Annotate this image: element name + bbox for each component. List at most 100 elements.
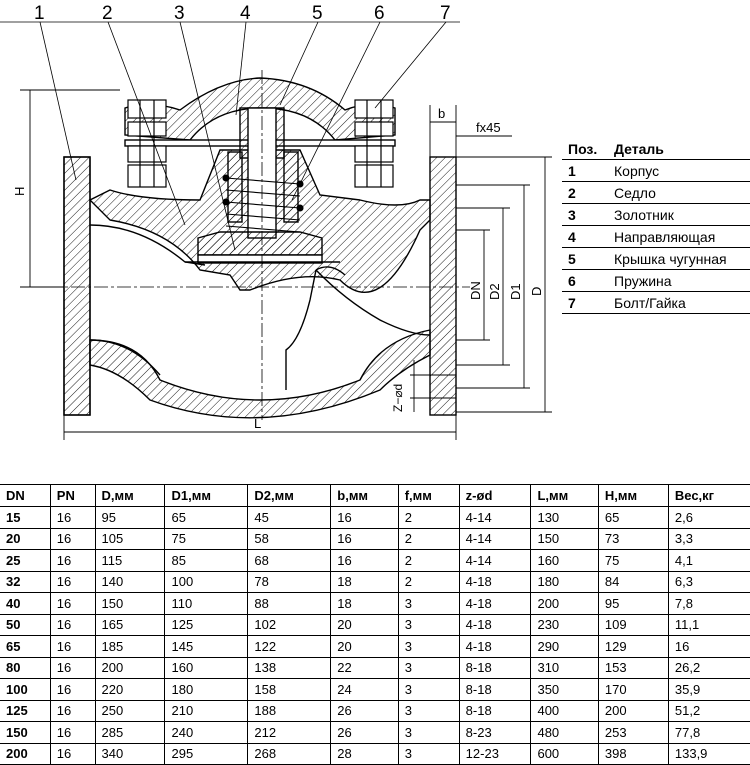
legend-item: 4 Направляющая — [562, 226, 750, 248]
dim-label-b: b — [438, 106, 445, 121]
table-cell: 4,1 — [667, 549, 750, 572]
column-header: f,мм — [397, 484, 460, 507]
table-cell: 2 — [397, 506, 460, 529]
table-cell: 8-18 — [458, 700, 531, 722]
table-cell: 16 — [49, 571, 95, 593]
dim-label-d2: D2 — [487, 283, 502, 300]
table-cell: 3 — [397, 614, 460, 636]
table-cell: 133,9 — [667, 743, 750, 765]
table-cell: 51,2 — [667, 700, 750, 722]
table-cell: 398 — [597, 743, 669, 765]
table-cell: 20 — [0, 528, 51, 550]
column-header: D,мм — [94, 484, 165, 507]
table-cell: 130 — [530, 506, 599, 529]
table-cell: 45 — [247, 506, 331, 529]
table-cell: 295 — [164, 743, 248, 765]
table-cell: 26 — [330, 700, 399, 722]
table-cell: 16 — [49, 657, 95, 679]
table-cell: 20 — [330, 614, 399, 636]
legend-item-pos: 5 — [568, 250, 576, 267]
table-cell: 58 — [247, 528, 331, 550]
table-cell: 68 — [247, 549, 331, 572]
table-cell: 4-18 — [458, 635, 531, 658]
table-cell: 340 — [94, 743, 165, 765]
legend-item: 5 Крышка чугунная — [562, 248, 750, 270]
table-cell: 200 — [530, 592, 599, 615]
table-cell: 16 — [49, 528, 95, 550]
legend-item-pos: 3 — [568, 206, 576, 223]
table-cell: 65 — [597, 506, 669, 529]
table-cell: 600 — [530, 743, 599, 765]
table-cell: 16 — [49, 635, 95, 658]
callout-5: 5 — [312, 3, 323, 24]
table-cell: 160 — [530, 549, 599, 572]
column-header: L,мм — [530, 484, 599, 507]
table-cell: 26,2 — [667, 657, 750, 679]
table-cell: 4-14 — [458, 549, 531, 572]
column-header: DN — [0, 484, 51, 507]
table-cell: 250 — [94, 700, 165, 722]
table-cell: 150 — [530, 528, 599, 550]
table-cell: 129 — [597, 635, 669, 658]
dimension-lines — [20, 89, 552, 440]
table-cell: 8-18 — [458, 678, 531, 701]
bolt-right — [354, 99, 394, 188]
center-lines — [48, 70, 470, 420]
table-cell: 400 — [530, 700, 599, 722]
column-header: PN — [49, 484, 95, 507]
bolt-left — [127, 99, 167, 188]
table-cell: 3 — [397, 657, 460, 679]
table-cell: 4-18 — [458, 571, 531, 593]
table-cell: 253 — [597, 721, 669, 744]
table-cell: 2 — [397, 528, 460, 550]
table-cell: 75 — [597, 549, 669, 572]
table-cell: 65 — [164, 506, 248, 529]
legend-item: 6 Пружина — [562, 270, 750, 292]
table-cell: 145 — [164, 635, 248, 658]
column-header: Вес,кг — [667, 484, 750, 507]
table-cell: 18 — [330, 592, 399, 615]
table-cell: 85 — [164, 549, 248, 572]
table-cell: 200 — [597, 700, 669, 722]
dim-label-d1: D1 — [508, 283, 523, 300]
table-cell: 73 — [597, 528, 669, 550]
table-cell: 150 — [0, 721, 51, 744]
table-cell: 95 — [597, 592, 669, 615]
column-header: D1,мм — [164, 484, 248, 507]
dimension-labels: H L b fx45 DN D2 D1 D Z−⌀d — [12, 106, 544, 431]
table-cell: 16 — [49, 592, 95, 615]
table-cell: 290 — [530, 635, 599, 658]
table-cell: 11,1 — [667, 614, 750, 636]
table-cell: 50 — [0, 614, 51, 636]
legend-item-part: Седло — [614, 184, 656, 201]
callout-1: 1 — [34, 3, 45, 24]
table-cell: 25 — [0, 549, 51, 572]
table-cell: 3 — [397, 743, 460, 765]
table-cell: 16 — [330, 549, 399, 572]
table-cell: 15 — [0, 506, 51, 529]
dim-label-l: L — [254, 416, 261, 431]
table-cell: 100 — [164, 571, 248, 593]
table-cell: 4-14 — [458, 528, 531, 550]
table-cell: 138 — [247, 657, 331, 679]
dim-label-h: H — [12, 187, 27, 196]
table-cell: 4-18 — [458, 614, 531, 636]
table-cell: 2 — [397, 549, 460, 572]
column-header: b,мм — [330, 484, 399, 507]
table-cell: 24 — [330, 678, 399, 701]
table-cell: 32 — [0, 571, 51, 593]
table-cell: 285 — [94, 721, 165, 744]
legend-item: 7 Болт/Гайка — [562, 292, 750, 314]
table-cell: 12-23 — [458, 743, 531, 765]
table-cell: 80 — [0, 657, 51, 679]
table-cell: 77,8 — [667, 721, 750, 744]
table-cell: 240 — [164, 721, 248, 744]
table-cell: 26 — [330, 721, 399, 744]
